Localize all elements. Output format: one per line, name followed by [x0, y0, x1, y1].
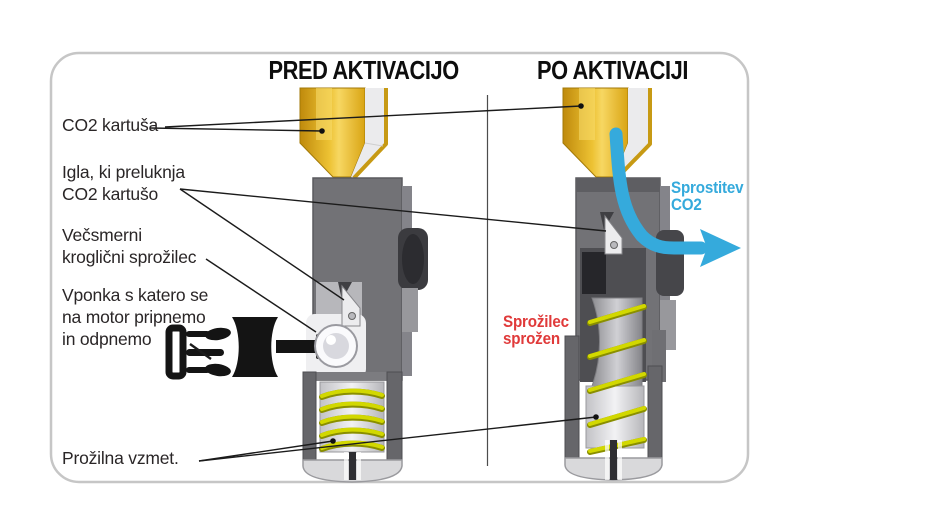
leader-co2-left: [149, 127, 323, 132]
label-co2-cartridge: CO2 kartuša: [62, 115, 159, 135]
leader-needle-right: [179, 188, 607, 232]
piercing-needle-before: [338, 282, 361, 327]
label-trigger-spring: Prožilna vzmet.: [62, 448, 179, 468]
empty-ball-cavity: [582, 252, 606, 294]
cartridge-cutaway-before: [351, 88, 386, 178]
co2-flow-arrow: [609, 127, 741, 267]
callout-co2-release: Sprostitev CO2: [671, 179, 744, 214]
bottom-cap-before: [302, 452, 403, 483]
label-ball-trigger: Večsmerni kroglični sprožilec: [62, 225, 197, 267]
leader-spring-left: [198, 440, 334, 462]
co2-cartridge-before: [299, 87, 388, 180]
clip-spool: [232, 317, 278, 377]
ball-trigger: [314, 324, 358, 368]
device-after: [562, 87, 741, 481]
leader-ball-trigger: [205, 258, 317, 333]
title-after-activation: PO AKTIVACIJI: [536, 55, 689, 85]
leader-spring-right: [198, 416, 597, 462]
piercing-needle-after: [600, 212, 623, 255]
title-before-activation: PRED AKTIVACIJO: [268, 55, 459, 85]
label-needle: Igla, ki preluknja CO2 kartušo: [62, 162, 185, 204]
trigger-rod: [276, 340, 322, 353]
label-carabiner: Vponka s katero se na motor pripnemo in …: [62, 285, 209, 349]
bottom-cap-after: [564, 440, 663, 481]
callout-trigger-fired: Sprožilec sprožen: [503, 313, 569, 348]
leader-lines: [149, 103, 607, 462]
leader-carabiner: [189, 343, 212, 360]
leader-needle-left: [179, 188, 345, 301]
leader-co2-right: [164, 105, 582, 128]
carabiner-clip: [165, 317, 328, 380]
